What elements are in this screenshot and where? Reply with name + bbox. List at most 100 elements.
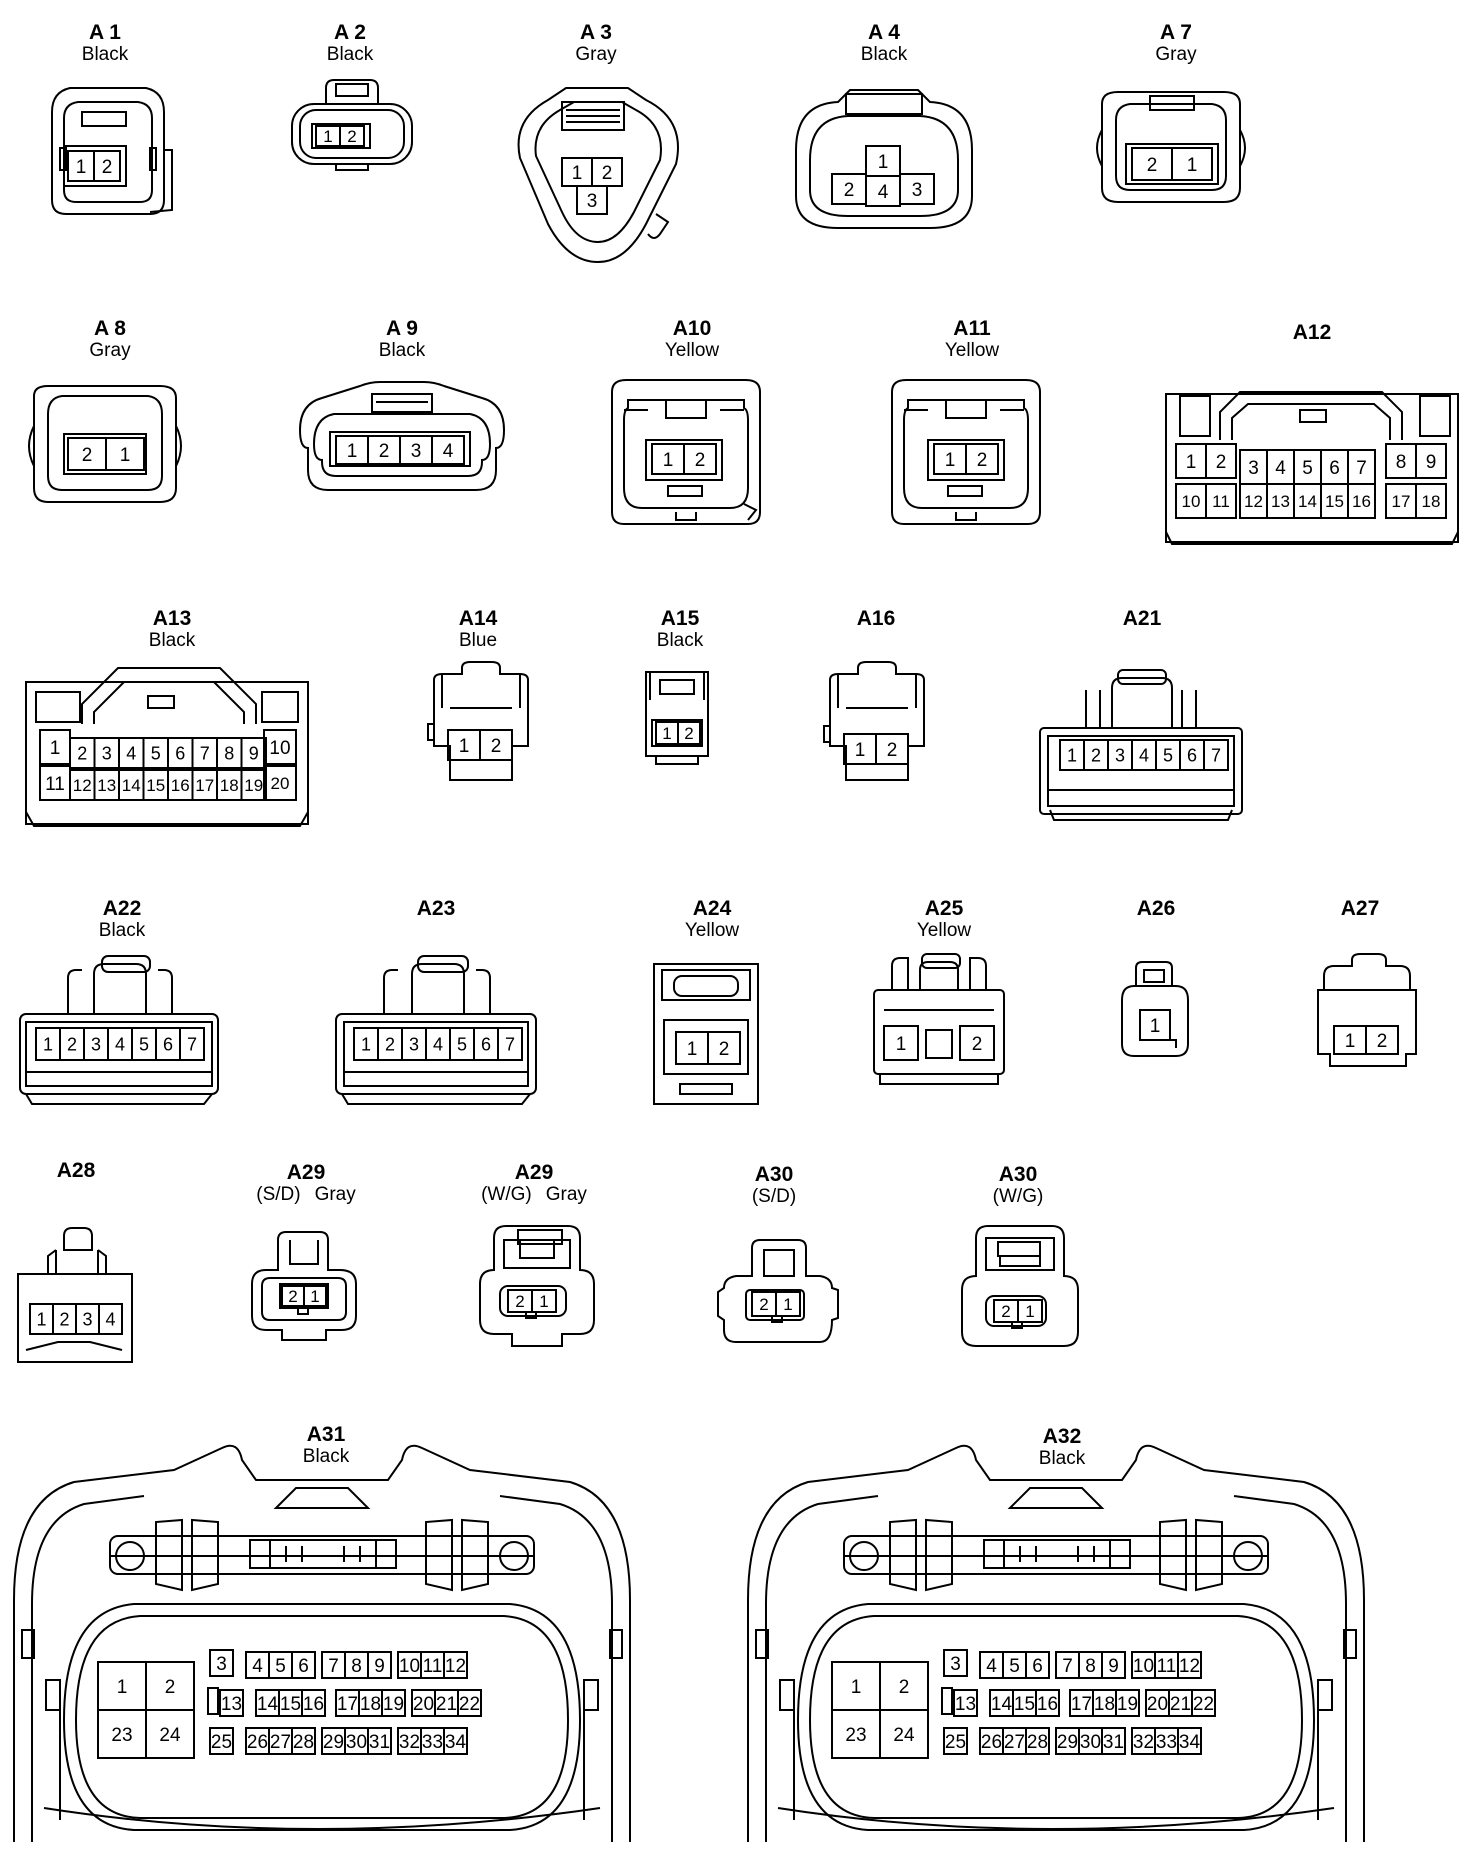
pin-number: 15	[1014, 1694, 1035, 1715]
pin-number: 17	[337, 1694, 358, 1715]
pin-cavity	[457, 1689, 482, 1717]
connector-id: A14	[458, 607, 498, 630]
pin-number: 27	[1004, 1732, 1025, 1753]
pin-cavity	[943, 1727, 968, 1755]
pin-number: 30	[1080, 1732, 1101, 1753]
pin-cavity	[1035, 1689, 1060, 1717]
pin-number: 9	[249, 743, 259, 763]
connector-label: A12	[1292, 321, 1332, 344]
pin-number: 15	[1325, 492, 1344, 511]
pin-number: 1	[347, 441, 358, 462]
pin-number: 1	[663, 450, 674, 471]
connector-id: A 1	[89, 21, 121, 44]
pin-number: 4	[1139, 745, 1149, 765]
pin-number: 16	[171, 776, 190, 795]
pin-number: 12	[445, 1656, 466, 1677]
connector-color: Gray	[89, 340, 131, 362]
pin-cavity	[93, 150, 121, 182]
connector-id: A22	[102, 897, 142, 920]
connector-label: A23	[417, 897, 456, 920]
connector-subtitle: Gray	[1155, 45, 1196, 65]
pin-number: 8	[1396, 452, 1407, 473]
pin-number: 1	[36, 1309, 46, 1329]
pin-cavity	[209, 1727, 234, 1755]
pin-cavity	[179, 1027, 205, 1061]
pin-cavity	[303, 1285, 327, 1307]
connector-color: Gray	[1155, 44, 1197, 66]
pin-number: 2	[165, 1677, 176, 1698]
pin-number: 34	[445, 1732, 467, 1753]
pin-number: 10	[399, 1656, 420, 1677]
pin-cavity	[1025, 1727, 1050, 1755]
connector-subtitle: Black	[303, 1447, 349, 1467]
connector-label: A16	[857, 607, 896, 630]
pin-number: 18	[1094, 1694, 1115, 1715]
pin-cavity	[431, 435, 465, 465]
connector-id: A 2	[334, 21, 366, 44]
connector-color: Black	[378, 340, 426, 362]
pin-number: 6	[298, 1656, 309, 1677]
pin-cavity	[1191, 1689, 1216, 1717]
pin-number: 8	[224, 743, 234, 763]
pin-number: 4	[878, 182, 889, 203]
pin-number: 7	[200, 743, 210, 763]
pin-cavity	[883, 1025, 919, 1061]
pin-number: 2	[759, 1295, 768, 1314]
pin-number: 1	[43, 1034, 53, 1054]
pin-number: 1	[1345, 1031, 1356, 1052]
pin-number: 13	[955, 1694, 976, 1715]
pin-number: 3	[411, 441, 422, 462]
pin-cavity	[263, 729, 297, 765]
pin-number: 2	[347, 127, 356, 146]
pin-cavity	[1177, 1727, 1202, 1755]
connector-id: A 8	[94, 317, 126, 340]
pin-number: 21	[436, 1694, 457, 1715]
pin-cavity	[1177, 1651, 1202, 1679]
pin-number: 2	[1377, 1031, 1388, 1052]
pin-number: 1	[1187, 155, 1198, 176]
connector-color: Gray	[575, 44, 617, 66]
pin-number: 31	[369, 1732, 390, 1753]
pin-number: 32	[399, 1732, 420, 1753]
pin-cavity	[959, 1025, 995, 1061]
pin-number: 10	[1182, 492, 1201, 511]
pin-cavity	[240, 737, 267, 769]
pin-number: 3	[91, 1034, 101, 1054]
connector-label: A21	[1123, 607, 1162, 630]
pin-number: 1	[1150, 1016, 1161, 1037]
pin-number: 1	[1025, 1302, 1034, 1321]
pin-cavity	[1205, 443, 1237, 479]
pin-number: 4	[115, 1034, 125, 1054]
pin-number: 26	[247, 1732, 268, 1753]
connector-variant: (W/G)	[481, 1184, 532, 1206]
connector-id: A10	[672, 317, 712, 340]
pin-number: 1	[1186, 452, 1197, 473]
pin-number: 11	[45, 774, 65, 795]
connector-color: Yellow	[944, 340, 1000, 362]
connector-color: Blue	[458, 630, 498, 652]
pin-cavity	[1139, 1009, 1171, 1041]
pin-number: 11	[423, 1656, 443, 1677]
pin-number: 16	[1037, 1694, 1058, 1715]
pin-number: 22	[1193, 1694, 1214, 1715]
pin-cavity	[291, 1651, 316, 1679]
connector-id: A12	[1292, 321, 1332, 344]
pin-number: 5	[457, 1034, 467, 1054]
pin-cavity	[479, 729, 513, 761]
pin-number: 28	[1027, 1732, 1048, 1753]
pin-number: 30	[346, 1732, 367, 1753]
